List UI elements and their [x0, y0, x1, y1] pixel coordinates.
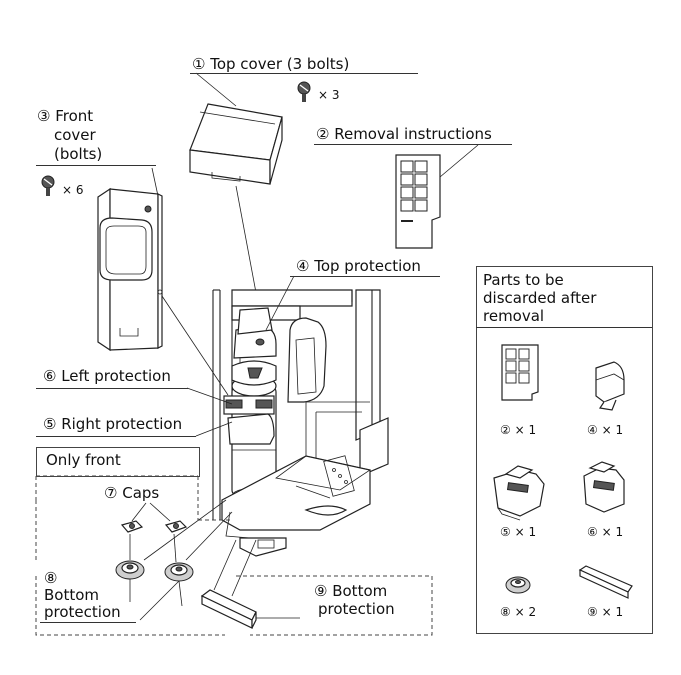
front-cover-part — [97, 187, 163, 352]
discard-item-instructions-icon — [501, 344, 539, 401]
only-front-label: Only front — [46, 451, 121, 469]
discard-item-bottom-ring-icon — [505, 576, 531, 594]
discard-item-label: ④ × 1 — [587, 423, 624, 437]
right-protection-label: ⑤ Right protection — [43, 415, 183, 433]
bottom-protection-ring — [115, 560, 194, 582]
right-protection-underline — [36, 436, 196, 437]
discard-item-label: ⑤ × 1 — [500, 525, 537, 539]
discard-panel — [476, 266, 653, 634]
bolt-icon — [41, 175, 55, 196]
top-protection-underline — [290, 276, 440, 277]
discard-item-bottom-tray-icon — [578, 565, 633, 599]
bottom-protection-tray — [200, 589, 257, 629]
discard-item-right-protection-icon — [493, 465, 545, 521]
top-cover-quantity: × 3 — [318, 88, 340, 102]
front-cover-label-line3: (bolts) — [54, 145, 103, 163]
discard-panel-title-line2: discarded after — [483, 289, 597, 307]
caps-label: ⑦ Caps — [104, 484, 160, 502]
left-protection-label: ⑥ Left protection — [43, 367, 171, 385]
front-cover-label-line2: cover — [54, 126, 96, 144]
discard-panel-title-line3: removal — [483, 307, 545, 325]
main-unit — [212, 289, 389, 557]
discard-item-top-protection-icon — [595, 361, 625, 411]
discard-item-label: ⑧ × 2 — [500, 605, 537, 619]
cap-part — [120, 520, 188, 533]
removal-instructions-underline — [314, 144, 512, 145]
only-front-box — [36, 447, 200, 477]
bolt-icon — [297, 81, 311, 102]
front-cover-underline — [36, 165, 156, 166]
bottom-protection-left-line2: protection — [44, 603, 121, 621]
top-cover-underline — [190, 73, 418, 74]
top-protection-label: ④ Top protection — [296, 257, 421, 275]
bottom-protection-left-underline — [40, 622, 136, 623]
bottom-protection-right-line1: ⑨ Bottom — [314, 582, 388, 600]
left-protection-underline — [36, 388, 188, 389]
top-cover-label: ① Top cover (3 bolts) — [192, 55, 350, 73]
discard-item-left-protection-icon — [583, 461, 625, 513]
discard-item-label: ⑨ × 1 — [587, 605, 624, 619]
discard-panel-title-line1: Parts to be — [483, 271, 564, 289]
removal-instructions-label: ② Removal instructions — [316, 125, 492, 143]
top-cover-part — [189, 103, 283, 185]
front-cover-label-line1: ③ Front — [37, 107, 94, 125]
bottom-protection-left-line1: Bottom — [44, 586, 100, 604]
removal-instructions-sheet — [395, 154, 441, 249]
bottom-protection-left-num: ⑧ — [44, 569, 58, 587]
discard-item-label: ⑥ × 1 — [587, 525, 624, 539]
discard-panel-divider — [476, 327, 652, 328]
discard-item-label: ② × 1 — [500, 423, 537, 437]
front-cover-quantity: × 6 — [62, 183, 84, 197]
bottom-protection-right-line2: protection — [318, 600, 395, 618]
